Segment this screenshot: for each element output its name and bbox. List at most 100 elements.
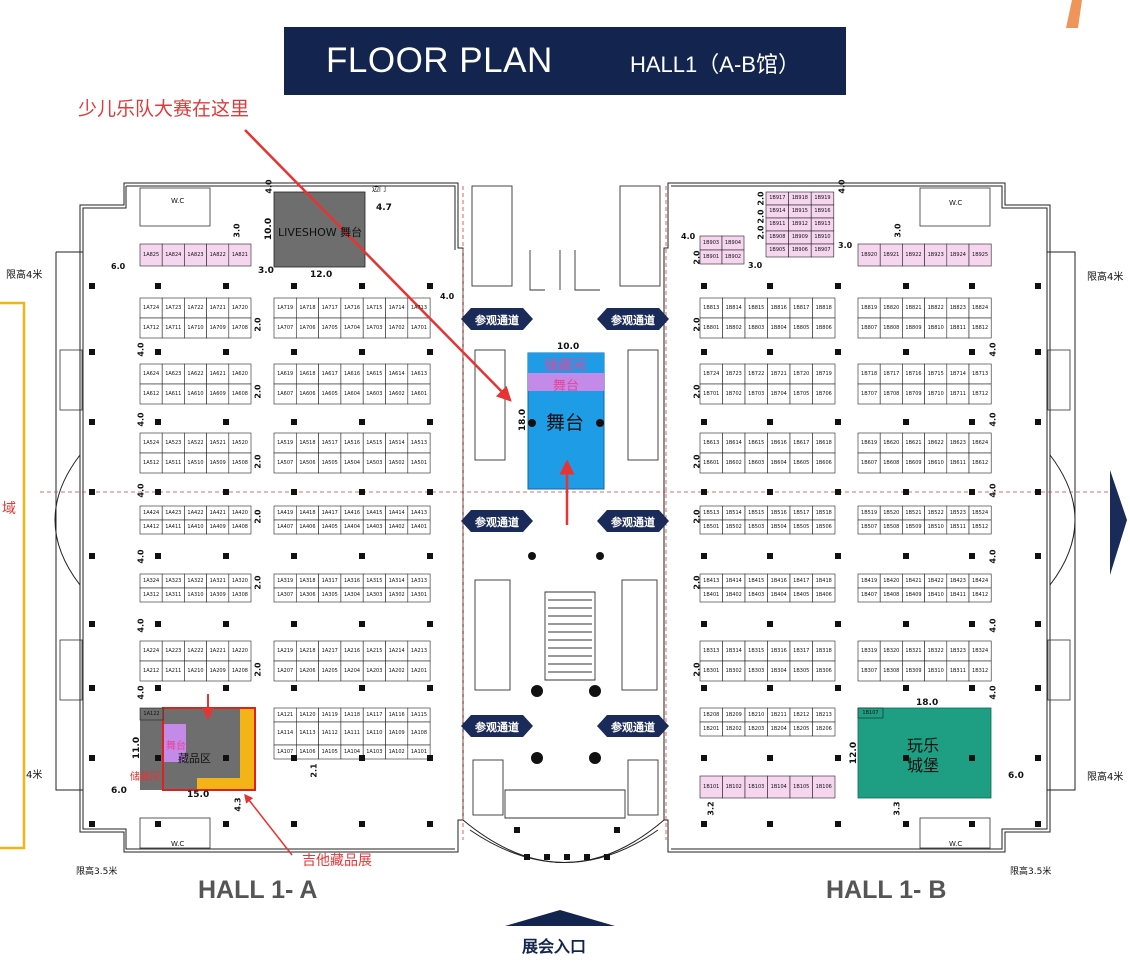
- dimension-label: 2.1: [309, 763, 319, 778]
- booth-code: 1B603: [748, 460, 765, 466]
- booth-code: 1B816: [770, 305, 787, 311]
- booth-code: 1B418: [815, 578, 832, 584]
- booth-code: 1A704: [343, 325, 361, 331]
- column-pillar: [427, 685, 433, 691]
- booth-code: 1A322: [187, 578, 204, 584]
- booth-code: 1B921: [883, 252, 900, 258]
- column-pillar: [89, 755, 95, 761]
- booth-code: 1B322: [927, 648, 944, 654]
- booth-code: 1B601: [703, 460, 720, 466]
- booth-code: 1B624: [972, 440, 989, 446]
- stage-platform-label: 舞台: [553, 379, 580, 394]
- booth-code: 1A310: [187, 592, 204, 598]
- castle-zone: [857, 707, 992, 799]
- booth-1B506: [812, 519, 836, 535]
- dimension-label: 4.0: [988, 685, 998, 700]
- dimension-label: 2.0: [692, 662, 702, 677]
- column-pillar: [155, 755, 161, 761]
- booth-code: 1B520: [883, 510, 900, 516]
- column-pillar: [835, 419, 841, 425]
- column-pillar: [514, 827, 520, 833]
- hall-title: HALL1（A-B馆）: [630, 52, 800, 77]
- booth-1B106: [812, 775, 836, 799]
- booth-code: 1A117: [366, 712, 383, 718]
- column-pillar: [155, 821, 161, 827]
- height-limit-left-bottom: 4米: [26, 770, 43, 781]
- booth-code: 1B505: [793, 524, 810, 530]
- booth-code: 1A211: [165, 668, 182, 674]
- dimension-label: 2.0: [692, 317, 702, 332]
- guitar-zone-storage: 储藏间: [130, 772, 160, 783]
- booth-code: 1B809: [905, 325, 922, 331]
- booth-code: 1A502: [388, 460, 405, 466]
- booth-code: 1A115: [410, 712, 428, 718]
- booth-1B412: [968, 587, 992, 603]
- column-pillar: [1035, 821, 1041, 827]
- booth-code: 1B620: [883, 440, 900, 446]
- booth-code: 1A512: [143, 460, 160, 466]
- booth-code: 1B904: [724, 240, 742, 246]
- booth-code: 1B912: [791, 221, 808, 227]
- column-pillar: [544, 854, 550, 860]
- booth-code: 1B813: [703, 305, 720, 311]
- booth-code: 1A204: [343, 668, 361, 674]
- booth-code: 1B713: [972, 371, 989, 377]
- booth-code: 1A721: [209, 305, 226, 311]
- column-pillar: [835, 553, 841, 559]
- booth-code: 1A603: [366, 391, 383, 397]
- booth-code: 1A219: [277, 648, 294, 654]
- booth-code: 1A825: [143, 252, 160, 258]
- booth-code: 1A518: [299, 440, 316, 446]
- booth-code: 1A324: [143, 578, 160, 584]
- booth-code: 1B401: [703, 592, 720, 598]
- zone-bracket: [0, 301, 26, 850]
- column-pillar: [427, 755, 433, 761]
- booth-code: 1A210: [187, 668, 204, 674]
- booth-code: 1A106: [299, 749, 316, 755]
- booth-code: 1B817: [793, 305, 810, 311]
- booth-code: 1A616: [343, 371, 361, 377]
- booth-code: 1A706: [299, 325, 316, 331]
- booth-code: 1A207: [277, 668, 294, 674]
- dimension-label: 6.0: [111, 262, 126, 271]
- booth-code: 1B509: [905, 524, 922, 530]
- stage-main-label: 舞台: [546, 412, 585, 434]
- booth-code: 1B818: [815, 305, 832, 311]
- column-pillar: [1035, 489, 1041, 495]
- booth-code: 1A418: [299, 510, 316, 516]
- booth-code: 1B805: [793, 325, 810, 331]
- column-pillar: [767, 553, 773, 559]
- booth-code: 1B806: [815, 325, 832, 331]
- dimension-label: 2.0: [253, 384, 263, 399]
- booth-1B806: [812, 317, 836, 339]
- column-pillar: [604, 854, 610, 860]
- column-pillar: [1035, 419, 1041, 425]
- booth-code: 1A409: [209, 524, 226, 530]
- booth-1B812: [968, 317, 992, 339]
- booth-code: 1A415: [366, 510, 383, 516]
- column-pillar: [155, 349, 161, 355]
- column-pillar: [427, 283, 433, 289]
- booth-code: 1A116: [388, 712, 405, 718]
- booth-code: 1B919: [814, 195, 831, 201]
- booth-code: 1B403: [748, 592, 765, 598]
- castle-label-line2: 城堡: [907, 756, 940, 775]
- booth-code: 1A221: [209, 648, 226, 654]
- annotation-arrows: [202, 129, 575, 856]
- dimension-label: 2.0: [692, 509, 702, 524]
- column-pillar: [291, 349, 297, 355]
- booth-code: 1A421: [209, 510, 226, 516]
- booth-code: 1B614: [725, 440, 742, 446]
- booth-code: 1A317: [321, 578, 338, 584]
- booth-code: 1B901: [702, 254, 720, 260]
- booth-code: 1B705: [793, 391, 810, 397]
- booth-code: 1B801: [703, 325, 720, 331]
- booth-code: 1B517: [793, 510, 810, 516]
- booth-code: 1B413: [703, 578, 720, 584]
- booth-1A101: [407, 744, 431, 760]
- column-pillar: [969, 553, 975, 559]
- column-pillar: [701, 685, 707, 691]
- column-pillar: [155, 419, 161, 425]
- liveshow-width: 12.0: [310, 270, 333, 280]
- dimension-label: 4.0: [988, 549, 998, 564]
